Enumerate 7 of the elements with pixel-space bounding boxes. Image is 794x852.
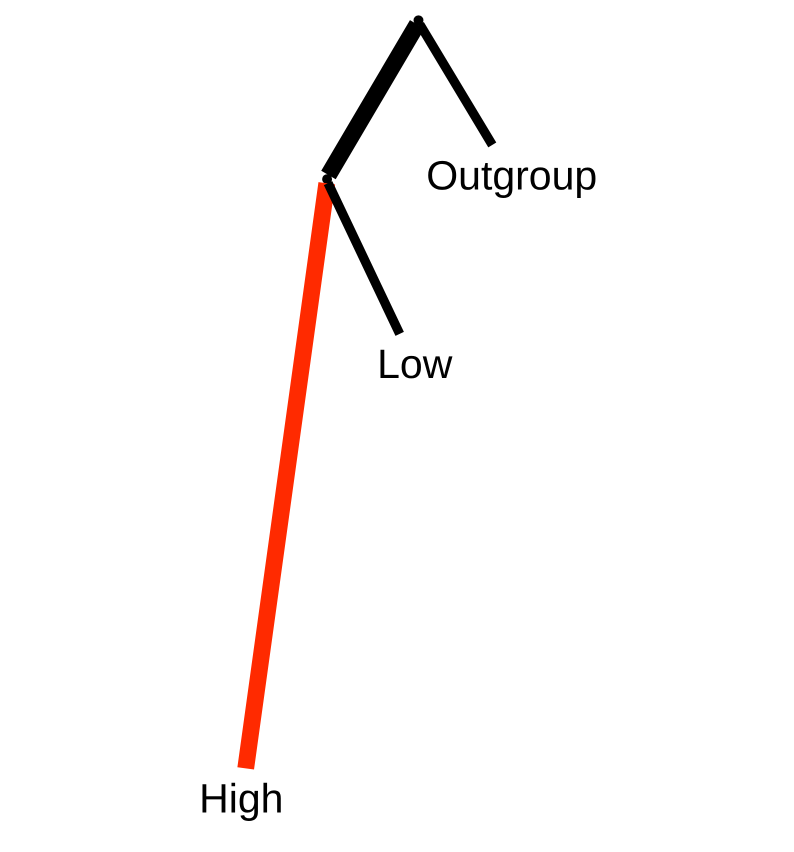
node-point (322, 174, 332, 184)
node-text: High (198, 776, 283, 822)
node-text: Outgroup (426, 152, 597, 199)
connector (236, 182, 335, 770)
node-text: Low (376, 340, 452, 387)
node-point (413, 15, 423, 26)
connector (323, 181, 404, 336)
